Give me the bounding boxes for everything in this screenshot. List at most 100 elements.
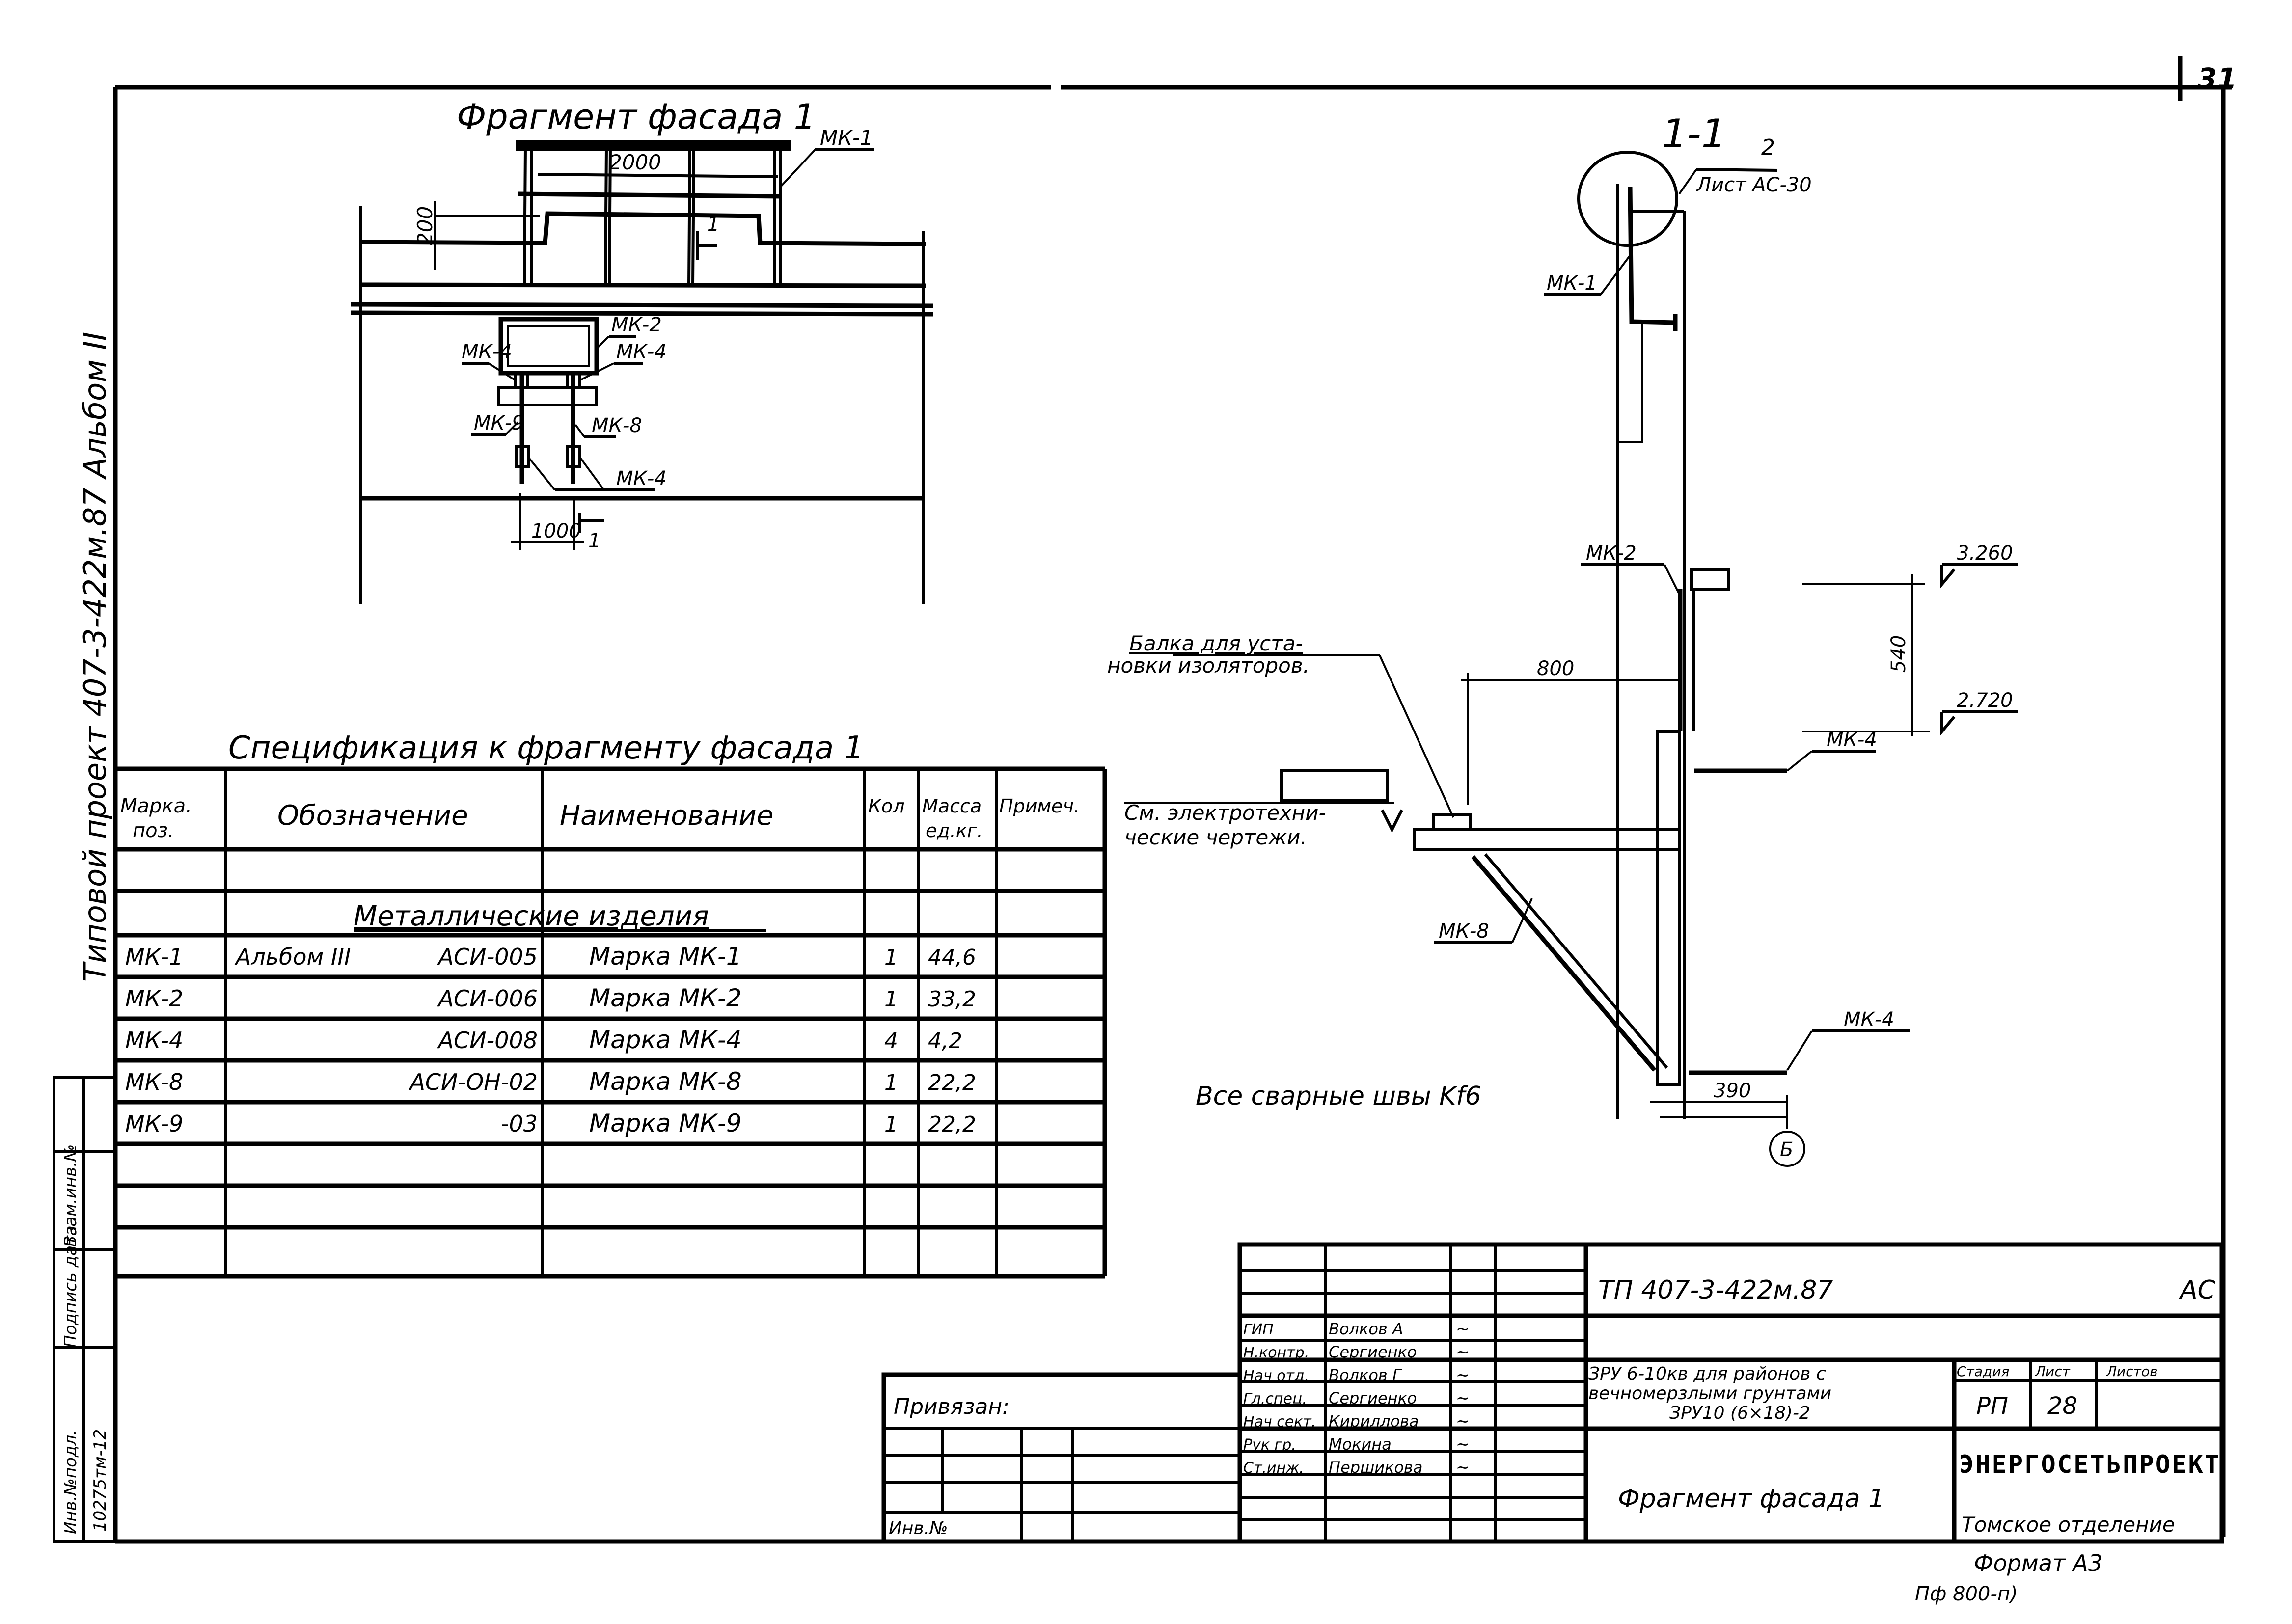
spec-qty: 4: [884, 1029, 898, 1054]
facade-label-mk4-bottom: МК-4: [616, 467, 667, 490]
section-label-mk4-bottom: МК-4: [1844, 1008, 1894, 1031]
staff-rows: ГИП Волков А ~ Н.контр. Сергиенко ~ Нач отд. Во…: [1243, 1319, 1470, 1477]
specification-table: Спецификация к фрагменту фасада 1 Марка.…: [115, 730, 1107, 1279]
inv-orig-label: Инв.№подл.: [61, 1430, 81, 1534]
format-note: Формат А3: [1974, 1550, 2102, 1576]
dim-540: 540: [1887, 635, 1910, 673]
staff-role: Н.контр.: [1243, 1344, 1309, 1361]
staff-name: Першикова: [1329, 1458, 1423, 1477]
header-mass-line2: ед.кг.: [926, 820, 983, 841]
staff-name: Сергиенко: [1329, 1389, 1417, 1407]
spec-mass: 4,2: [928, 1029, 962, 1054]
section-title: 1-1: [1662, 111, 1726, 157]
spec-title: Спецификация к фрагменту фасада 1: [228, 730, 864, 766]
staff-signature: ~: [1456, 1458, 1470, 1477]
spec-mass: 22,2: [928, 1112, 976, 1137]
spec-mark: МК-1: [125, 944, 183, 970]
spec-qty: 1: [884, 1070, 898, 1095]
side-stamp: Типовой проект 407-3-422м.87 Альбом II: [77, 332, 113, 982]
facade-label-mk4-right: МК-4: [616, 341, 667, 363]
staff-name: Кириллова: [1329, 1412, 1419, 1431]
facade-title: Фрагмент фасада 1: [457, 97, 816, 137]
spec-qty: 1: [884, 987, 898, 1012]
level-3260: 3.260: [1957, 542, 2013, 565]
staff-role: Нач сект.: [1243, 1413, 1316, 1431]
header-qty: Кол: [868, 795, 905, 817]
staff-signature: ~: [1456, 1319, 1470, 1339]
section-mark-bottom: 1: [588, 530, 600, 552]
mk1-top-rail: [516, 140, 791, 151]
dim-390: 390: [1714, 1080, 1751, 1102]
section-mark-top: 1: [707, 213, 719, 236]
staff-role: Ст.инж.: [1243, 1460, 1304, 1477]
left-stamp: Взам.инв.№ Подпись дата Инв.№подл. 10275…: [53, 1076, 117, 1543]
page-number: 31: [2197, 62, 2237, 95]
staff-row: ГИП Волков А ~: [1243, 1319, 1470, 1339]
mk9-cross-beam: [497, 386, 598, 406]
spec-album: Альбом III: [234, 944, 351, 970]
section-1-1-drawing: 1-1 2 Лист АС-30 МК-1 МК-2 540 3.260: [1107, 111, 2018, 1167]
staff-role: ГИП: [1243, 1321, 1274, 1338]
dim-1000: 1000: [531, 520, 581, 542]
level-2720: 2.720: [1957, 689, 2013, 712]
beam-note-line1: Балка для уста-: [1129, 631, 1303, 655]
spec-mark: МК-8: [125, 1069, 183, 1095]
facade-label-mk1: МК-1: [820, 126, 873, 150]
object-line1: ЗРУ 6-10кв для районов с: [1588, 1364, 1826, 1384]
sheet-value: 28: [2047, 1392, 2077, 1420]
staff-signature: ~: [1456, 1435, 1470, 1454]
staff-role: Рук гр.: [1243, 1436, 1296, 1454]
staff-name: Волков А: [1329, 1320, 1403, 1338]
facade-label-mk2: МК-2: [611, 314, 662, 336]
staff-row: Рук гр. Мокина ~: [1243, 1435, 1470, 1454]
elec-note-line1: См. электротехни-: [1124, 801, 1326, 825]
dim-200: 200: [413, 206, 437, 245]
facade-label-mk8: МК-8: [592, 414, 642, 437]
binding-block: Привязан: Инв.№: [881, 1372, 1242, 1544]
weld-note: Все сварные швы Kf6: [1196, 1082, 1481, 1111]
drawing-title: Фрагмент фасада 1: [1618, 1484, 1884, 1514]
beam-note-line2: новки изоляторов.: [1107, 653, 1310, 677]
spec-name: Марка МК-1: [589, 942, 742, 971]
axis-label: Б: [1780, 1138, 1793, 1161]
staff-row: Нач сект.Кириллова~: [1243, 1411, 1470, 1431]
staff-row: Н.контр.Сергиенко~: [1243, 1342, 1470, 1362]
mk2-frame: [498, 317, 599, 376]
spec-name: Марка МК-8: [589, 1067, 742, 1096]
header-mass-line1: Масса: [922, 795, 982, 817]
elec-note-line2: ческие чертежи.: [1124, 825, 1307, 849]
inv-orig-value: 10275тм-12: [90, 1429, 110, 1532]
staff-signature: ~: [1456, 1365, 1470, 1385]
sheet-frame: [113, 56, 2232, 1544]
staff-signature: ~: [1456, 1388, 1470, 1408]
facade-fragment-drawing: Фрагмент фасада 1 2000 200 1 МК-1: [351, 97, 933, 604]
staff-name: Мокина: [1329, 1435, 1392, 1454]
binding-label: Привязан:: [894, 1394, 1010, 1419]
spec-name: Марка МК-2: [589, 984, 742, 1012]
spec-code: АСИ-008: [437, 1027, 538, 1054]
axis-marker: [1769, 1131, 1805, 1167]
spec-qty: 1: [884, 945, 898, 970]
section-label-mk2: МК-2: [1586, 542, 1637, 565]
sheet-label: Лист: [2035, 1363, 2071, 1380]
staff-role: Нач отд.: [1243, 1367, 1309, 1384]
dim-800: 800: [1537, 657, 1574, 680]
section-label-mk1: МК-1: [1547, 272, 1597, 295]
sheets-label: Листов: [2106, 1363, 2158, 1380]
spec-code: АСИ-006: [437, 985, 538, 1012]
spec-mark: МК-4: [125, 1027, 183, 1054]
spec-name: Марка МК-4: [589, 1026, 742, 1054]
spec-code: АСИ-005: [437, 944, 538, 970]
set-code: АС: [2179, 1275, 2216, 1305]
staff-row: Гл.спец.Сергиенко~: [1243, 1388, 1470, 1408]
section-label-mk8: МК-8: [1439, 920, 1489, 943]
staff-name: Сергиенко: [1329, 1343, 1417, 1361]
facade-label-mk4-left: МК-4: [462, 341, 512, 363]
spec-section-title: Металлические изделия: [354, 900, 709, 932]
header-note: Примеч.: [999, 795, 1080, 817]
